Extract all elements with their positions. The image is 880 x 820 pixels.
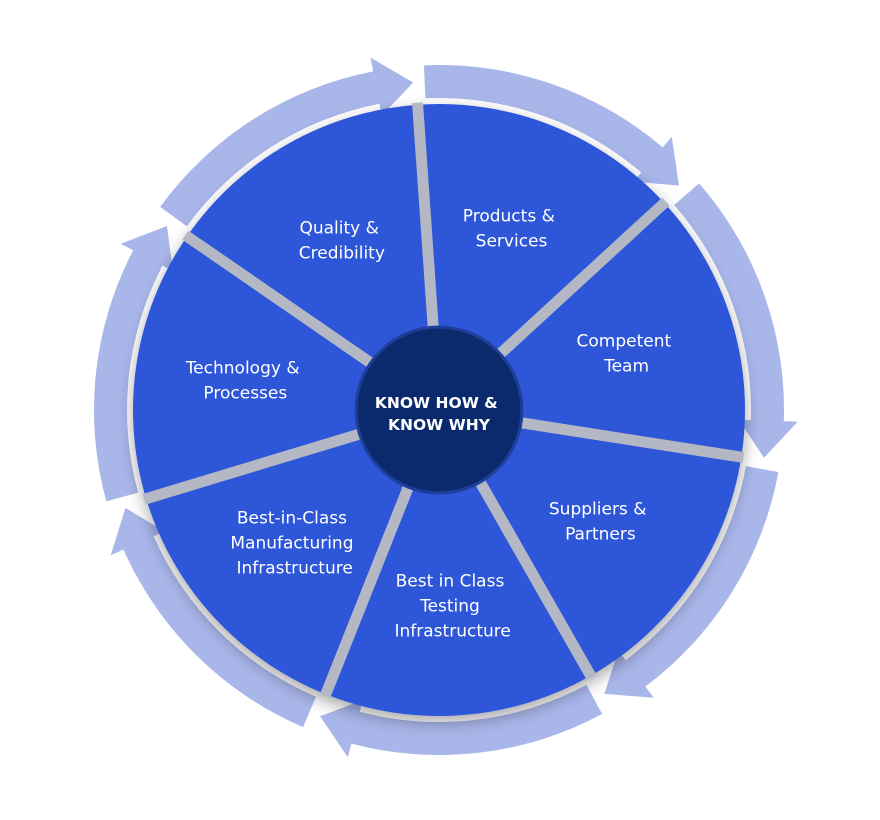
segment-divider (474, 477, 597, 681)
segment-label-line: Testing (419, 597, 480, 617)
segment-quality-credibility (187, 104, 439, 411)
segment-divider (412, 102, 439, 330)
arrow-icon (94, 225, 174, 502)
arrow-icon (160, 57, 414, 227)
segment-label-line: Best in Class (396, 572, 505, 592)
segment-products-services (417, 104, 665, 410)
segment-label-line: Best-in-Class (237, 509, 347, 529)
outer-arrow-ring (94, 57, 798, 758)
segment-label-line: Services (476, 231, 548, 251)
segment-label-line: Suppliers & (549, 500, 647, 520)
segment-suppliers-partners (439, 410, 742, 676)
segment-label-line: Processes (203, 383, 287, 403)
segment-labels: Products & Services Competent Team Suppl… (185, 206, 677, 642)
arrow-icon (320, 684, 603, 758)
segment-label-products-services: Products & Services (463, 206, 560, 251)
arrow-icon (674, 183, 798, 458)
segment-label-line: Technology & (185, 358, 300, 378)
segment-label-line: Infrastructure (236, 559, 352, 579)
segment-divider (494, 197, 670, 360)
segment-label-manufacturing-infrastructure: Best-in-Class Manufacturing Infrastructu… (230, 509, 359, 579)
center-label-line: KNOW WHY (388, 416, 491, 434)
segment-label-technology-processes: Technology & Processes (185, 358, 305, 403)
segment-label-quality-credibility: Quality & Credibility (299, 218, 385, 263)
segment-label-line: Team (603, 357, 649, 377)
segment-divider (319, 483, 415, 699)
arrow-icon (423, 64, 679, 186)
center-hub: KNOW HOW & KNOW WHY (354, 325, 524, 495)
segment-label-line: Quality & (299, 218, 378, 238)
segment-label-line: Competent (577, 332, 672, 352)
segment-label-line: Credibility (299, 243, 385, 263)
segment-label-competent-team: Competent Team (577, 332, 677, 377)
segment-label-line: Products & (463, 206, 555, 226)
segment-testing-infrastructure (325, 410, 591, 716)
center-label: KNOW HOW & KNOW WHY (375, 394, 503, 434)
center-label-line: KNOW HOW & (375, 394, 498, 412)
segment-divider (518, 417, 745, 463)
segment-divider (142, 428, 364, 505)
arrow-icon (110, 508, 317, 728)
segment-label-testing-infrastructure: Best in Class Testing Infrastructure (395, 572, 511, 642)
segment-label-line: Infrastructure (395, 622, 511, 642)
segment-divider (182, 230, 376, 369)
segment-label-line: Partners (565, 525, 636, 545)
segment-label-line: Manufacturing (230, 534, 353, 554)
segment-label-suppliers-partners: Suppliers & Partners (549, 500, 652, 545)
center-circle (354, 325, 524, 495)
segment-dividers (142, 102, 745, 699)
arrow-icon (604, 466, 779, 698)
